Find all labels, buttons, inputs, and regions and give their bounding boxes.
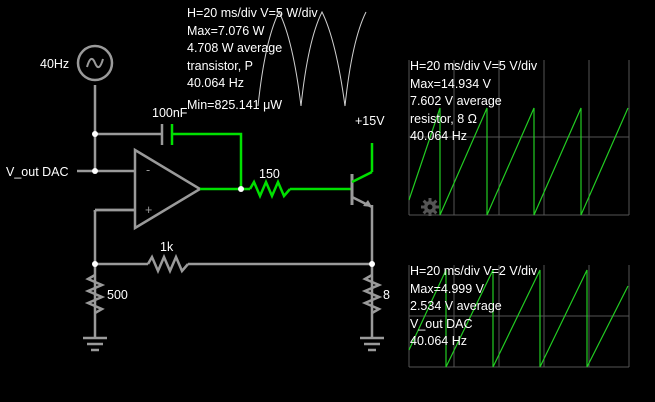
scope-line: 2.534 V average xyxy=(410,299,502,313)
scope-line: 40.064 Hz xyxy=(187,76,244,90)
opamp-minus-label: - xyxy=(146,163,151,177)
circuit-nodes xyxy=(92,131,375,267)
scope-transistor-trace xyxy=(257,10,367,107)
ac-source-icon[interactable] xyxy=(76,44,114,82)
opamp-plus-label: + xyxy=(145,203,153,217)
scope-line: 4.708 W average xyxy=(187,41,283,55)
scope-resistor[interactable] xyxy=(408,60,630,216)
scope-line: 40.064 Hz xyxy=(410,129,467,143)
resistor-150[interactable] xyxy=(248,178,291,200)
scope-line: Max=4.999 V xyxy=(410,281,485,296)
capacitor-label: 100nF xyxy=(152,106,188,120)
scope-line: H=20 ms/div V=5 V/div xyxy=(410,59,538,73)
gear-icon[interactable] xyxy=(421,198,439,216)
scope-line: Max=7.076 W xyxy=(187,23,265,38)
scope-resistor-grid xyxy=(408,60,630,216)
resistor-1k[interactable] xyxy=(146,253,189,275)
scope-line: 40.064 Hz xyxy=(410,334,467,348)
scope-line: Max=14.934 V xyxy=(410,76,491,91)
scope-resistor-trace xyxy=(408,107,629,216)
scope-resistor-info: H=20 ms/div V=5 V/div Max=14.934 V 7.602… xyxy=(410,58,537,146)
ground-icon xyxy=(360,336,384,352)
resistor-500[interactable] xyxy=(84,273,106,315)
scope-line: 7.602 V average xyxy=(410,94,502,108)
scope-dac[interactable] xyxy=(408,265,630,368)
scope-line: transistor, P xyxy=(187,58,253,73)
r150-label: 150 xyxy=(259,167,280,181)
capacitor[interactable] xyxy=(160,124,174,145)
scope-transistor-info: H=20 ms/div V=5 W/div Max=7.076 W 4.708 … xyxy=(187,5,318,93)
resistor-8[interactable] xyxy=(361,273,383,315)
scope-transistor-min: Min=825.141 μW xyxy=(187,98,283,112)
supply-label: +15V xyxy=(355,114,385,128)
opamp[interactable] xyxy=(133,147,203,231)
source-freq-label: 40Hz xyxy=(40,57,70,71)
scope-line: resistor, 8 Ω xyxy=(410,111,478,126)
scope-line: H=20 ms/div V=5 W/div xyxy=(187,6,318,20)
scope-dac-info: H=20 ms/div V=2 V/div Max=4.999 V 2.534 … xyxy=(410,263,537,351)
scope-transistor[interactable] xyxy=(257,10,367,107)
r500-label: 500 xyxy=(107,288,128,302)
scope-line: H=20 ms/div V=2 V/div xyxy=(410,264,538,278)
r1k-label: 1k xyxy=(160,240,174,254)
r8-label: 8 xyxy=(383,288,390,302)
scope-line: V_out DAC xyxy=(410,316,473,331)
scope-dac-trace xyxy=(408,269,629,368)
circuit-wires xyxy=(93,85,374,338)
ground-icon xyxy=(83,336,107,352)
dac-label: V_out DAC xyxy=(6,165,69,179)
transistor[interactable] xyxy=(350,170,373,209)
